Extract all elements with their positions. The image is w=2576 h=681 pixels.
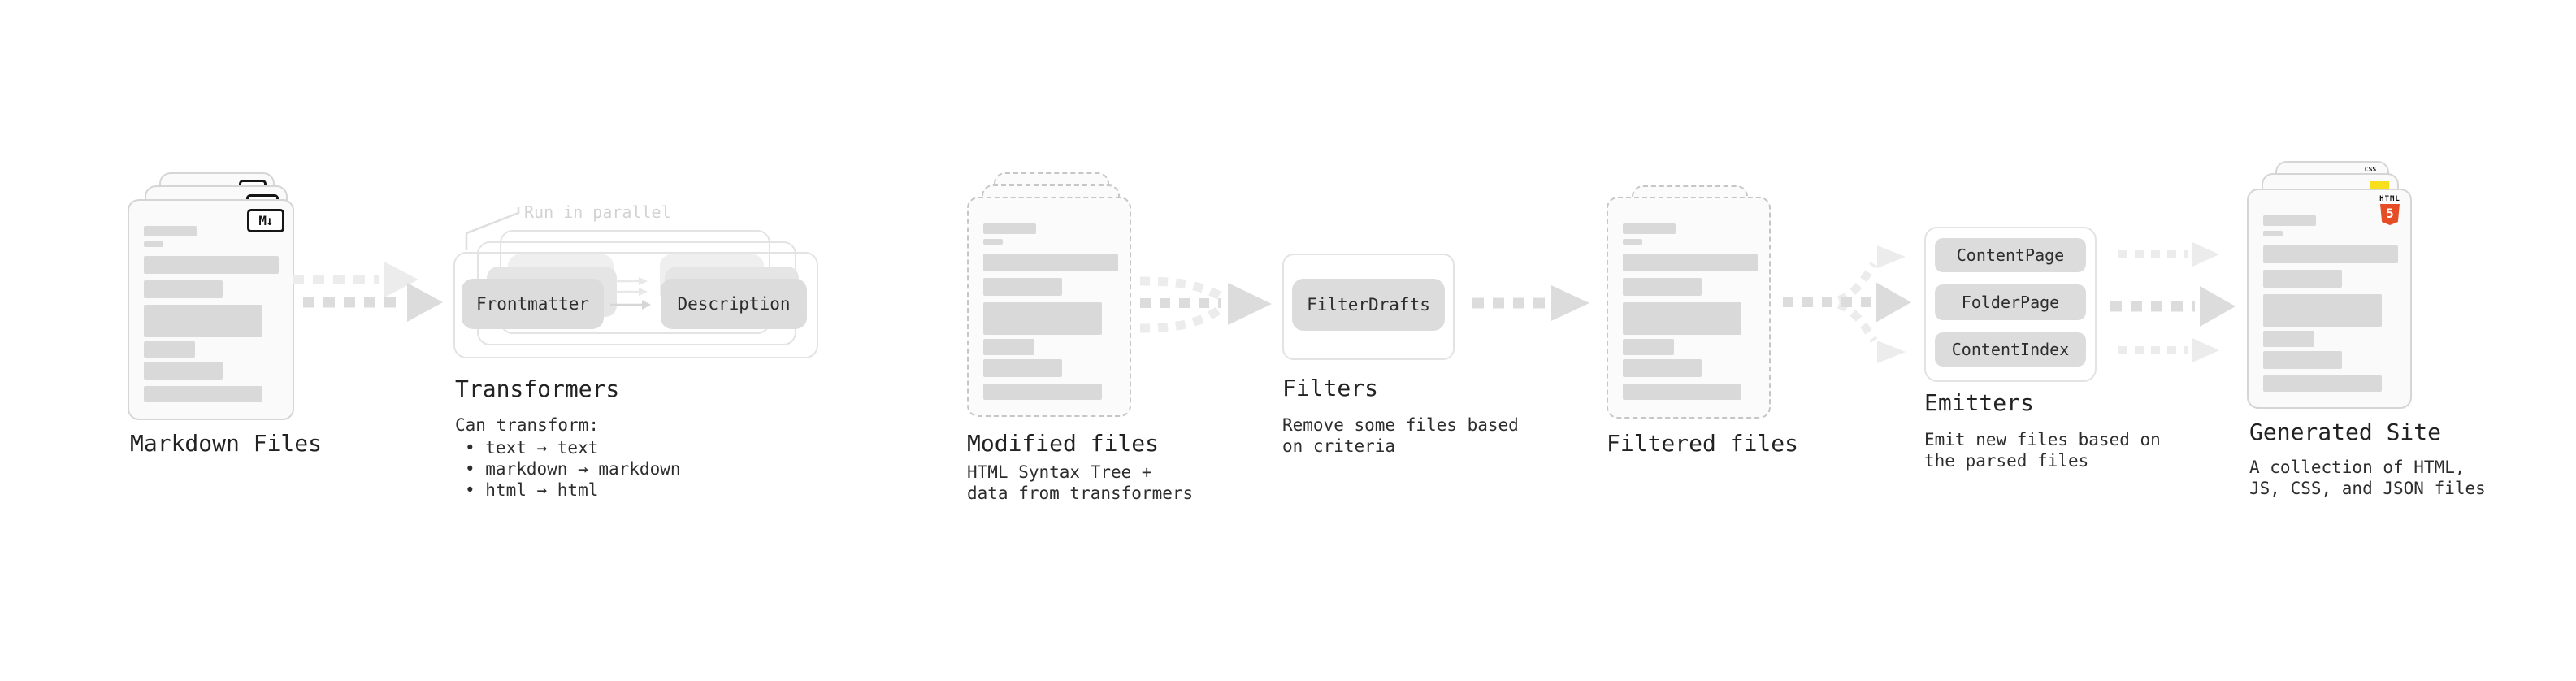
filters-box xyxy=(1282,254,1455,360)
modified-file-card-front xyxy=(967,197,1131,417)
flow-arrow-filters-to-filtered-icon xyxy=(1472,285,1589,321)
modified-note-line: HTML Syntax Tree + xyxy=(967,462,1152,482)
stage-title-filters: Filters xyxy=(1282,375,1379,401)
contentindex-chip: ContentIndex xyxy=(1935,332,2086,367)
emitters-note-line: the parsed files xyxy=(1924,451,2089,471)
transformers-bullet: • text → text xyxy=(465,438,599,458)
annotation-callout-line-icon xyxy=(465,207,520,250)
markdown-file-card-front: M↓ xyxy=(128,199,294,420)
run-in-parallel-annotation: Run in parallel xyxy=(524,202,671,222)
css-badge-label: CSS xyxy=(2364,166,2377,173)
stage-title-transformers: Transformers xyxy=(455,375,620,402)
file-skeleton xyxy=(1608,198,1769,417)
generated-note-line: JS, CSS, and JSON files xyxy=(2249,479,2486,498)
transformers-bullet: • html → html xyxy=(465,480,599,500)
file-skeleton xyxy=(969,198,1130,415)
js-badge-icon xyxy=(2370,181,2389,190)
stage-label-modified-files: Modified files xyxy=(967,430,1160,457)
transformers-bullet: • markdown → markdown xyxy=(465,459,681,479)
flow-arrow-converging-icon xyxy=(1139,276,1272,333)
flow-arrow-diverging-icon xyxy=(1783,245,1911,363)
stage-title-emitters: Emitters xyxy=(1924,389,2034,416)
generated-note-line: A collection of HTML, xyxy=(2249,458,2465,477)
filters-note-line: Remove some files based xyxy=(1282,415,1519,435)
frontmatter-chip: Frontmatter xyxy=(462,279,604,329)
stage-label-generated-site: Generated Site xyxy=(2249,419,2442,445)
flow-arrow-markdown-to-transformers-icon xyxy=(293,262,443,322)
stage-label-markdown-files: Markdown Files xyxy=(130,430,323,457)
stage-label-filtered-files: Filtered files xyxy=(1607,430,1799,457)
parallel-arrows-icon xyxy=(610,277,651,310)
html5-logo-number: 5 xyxy=(2386,206,2394,221)
transformers-subtitle: Can transform: xyxy=(455,415,600,435)
html5-logo-word: HTML xyxy=(2379,195,2400,203)
generated-file-card-front: HTML 5 xyxy=(2247,189,2412,409)
flow-arrows-emitters-to-site-icon xyxy=(2110,242,2236,362)
folderpage-chip: FolderPage xyxy=(1935,284,2086,320)
markdown-icon-label: M↓ xyxy=(258,213,273,228)
modified-note-line: data from transformers xyxy=(967,484,1194,503)
emitters-box xyxy=(1924,227,2097,382)
emitters-note-line: Emit new files based on xyxy=(1924,430,2161,449)
file-skeleton xyxy=(129,201,293,419)
filterdrafts-chip: FilterDrafts xyxy=(1292,279,1445,331)
filters-note-line: on criteria xyxy=(1282,436,1396,456)
markdown-icon: M↓ xyxy=(247,209,284,232)
filtered-file-card-front xyxy=(1607,197,1771,419)
contentpage-chip: ContentPage xyxy=(1935,238,2086,272)
file-skeleton xyxy=(2249,190,2410,407)
html5-logo-icon: HTML 5 xyxy=(2379,195,2400,225)
description-chip: Description xyxy=(661,279,807,329)
transformers-box-front xyxy=(453,252,818,358)
